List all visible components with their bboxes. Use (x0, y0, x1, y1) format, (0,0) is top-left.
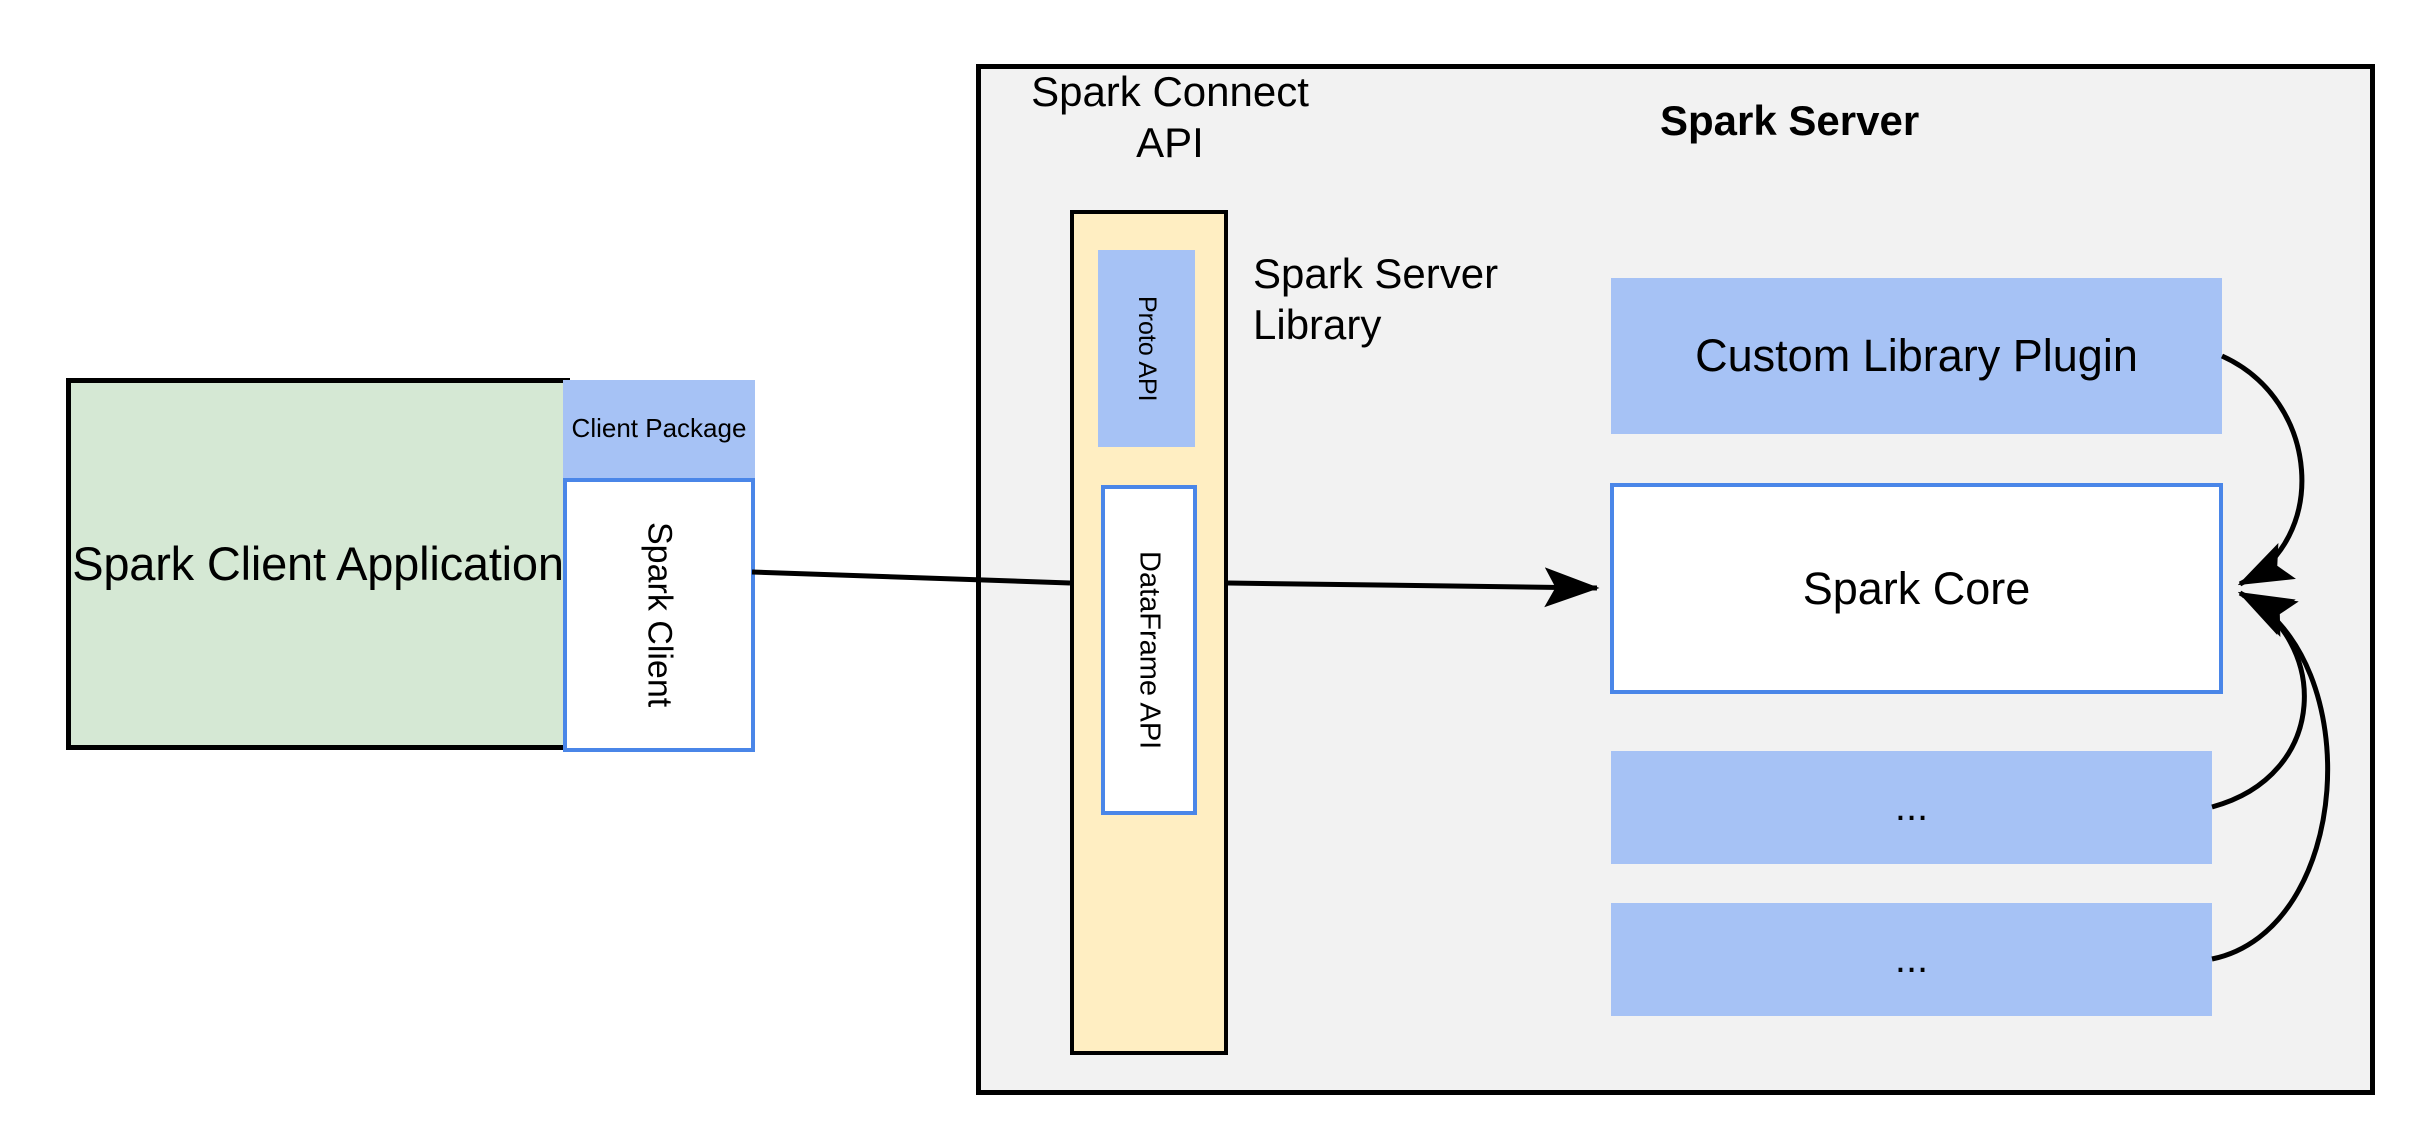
spark-core-box[interactable]: Spark Core (1610, 483, 2223, 694)
dataframe-api-box[interactable]: DataFrame API (1101, 485, 1197, 815)
spark-client-box[interactable]: Spark Client (563, 478, 755, 752)
spark-client-label: Spark Client (640, 522, 679, 708)
proto-api-label: Proto API (1133, 295, 1161, 402)
proto-api-box[interactable]: Proto API (1098, 250, 1195, 447)
spark-connect-api-label: Spark Connect API (1031, 68, 1309, 167)
dataframe-api-label: DataFrame API (1133, 550, 1166, 750)
ellipsis-box-1[interactable]: ... (1611, 751, 2212, 864)
ellipsis-box-2[interactable]: ... (1611, 903, 2212, 1016)
spark-client-application-box[interactable]: Spark Client Application (66, 378, 570, 750)
spark-server-title: Spark Server (1660, 97, 1920, 144)
spark-server-library-label: Spark Server Library (1253, 250, 1499, 349)
custom-library-plugin-box[interactable]: Custom Library Plugin (1611, 278, 2222, 434)
client-package-box[interactable]: Client Package (563, 380, 755, 478)
